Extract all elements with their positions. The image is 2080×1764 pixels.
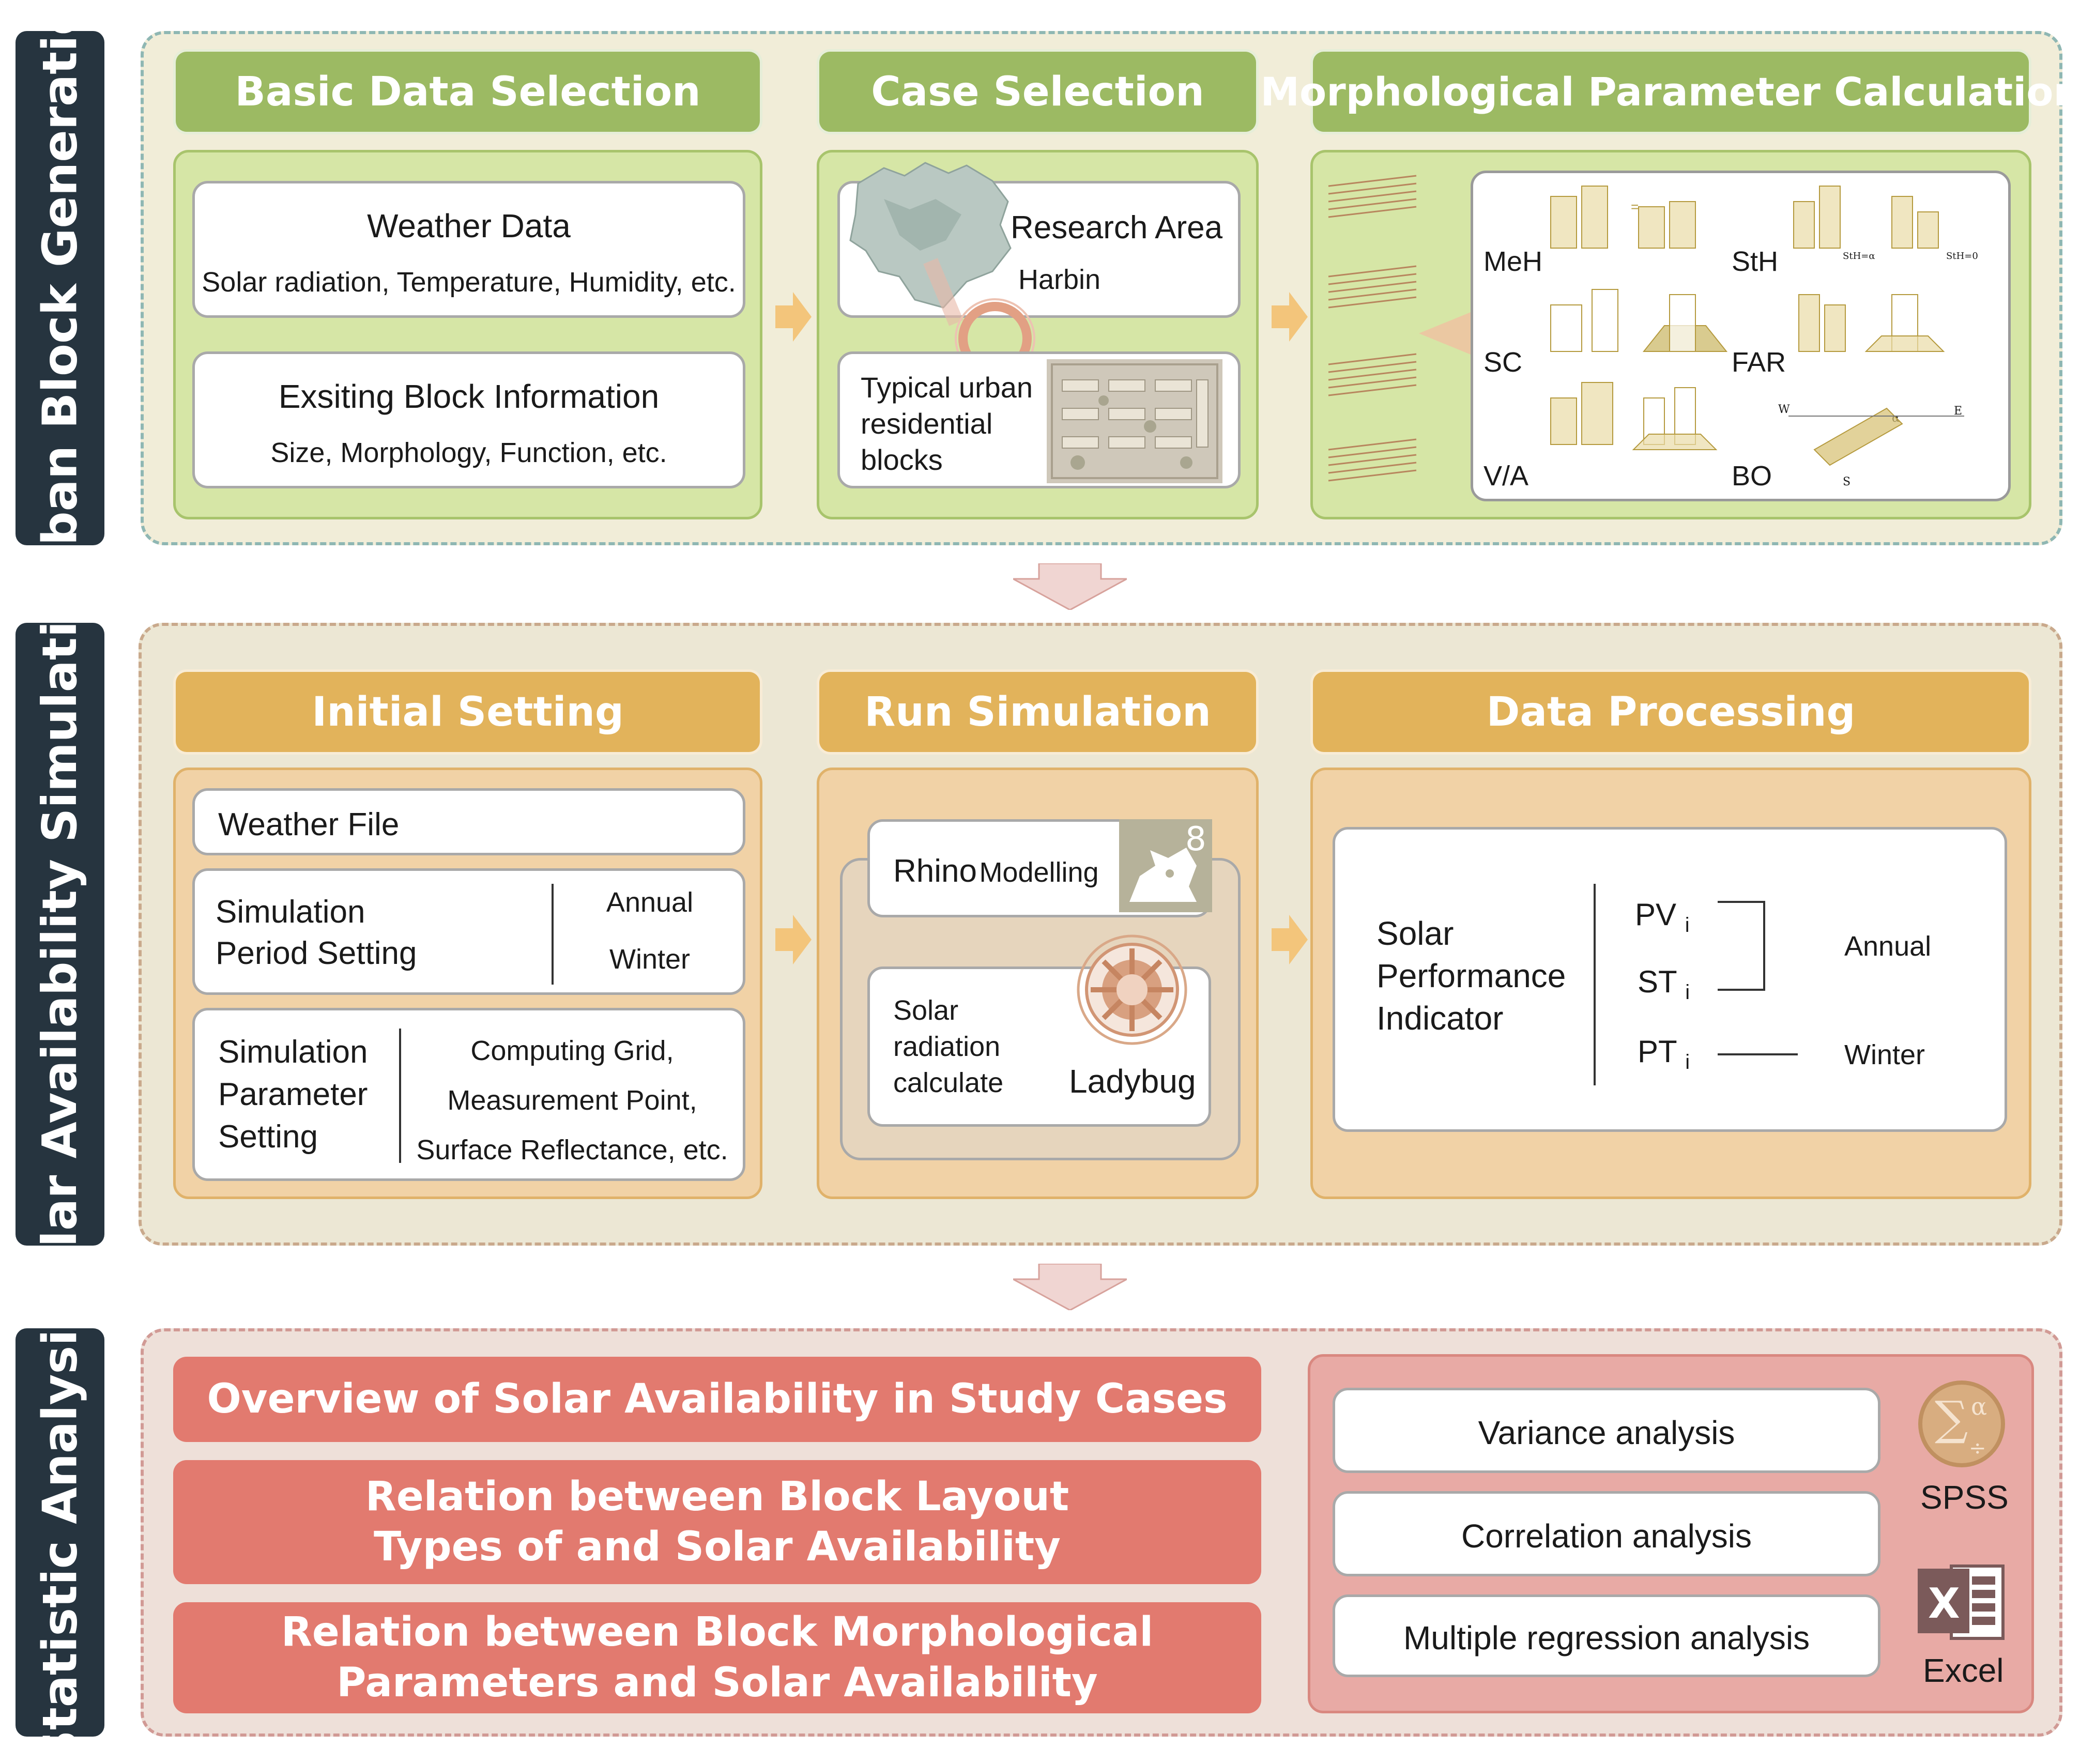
weather-data-card: Weather Data Solar radiation, Temperatur… <box>192 181 745 318</box>
rhino-logo-number: 8 <box>1185 820 1206 858</box>
pointer-triangle-icon <box>1419 310 1476 357</box>
arrow-down-icon <box>1013 563 1127 610</box>
svg-text:÷: ÷ <box>1969 1436 1986 1460</box>
research-area-place: Harbin <box>1018 264 1101 295</box>
solar-indicator-card: Solar Performance Indicator PV i ST i PT… <box>1333 827 2007 1132</box>
param-bo: BO <box>1732 461 1772 492</box>
indicator-label: Solar Performance Indicator <box>1377 915 1566 1037</box>
variance-analysis-label: Variance analysis <box>1478 1414 1735 1451</box>
research-area-title: Research Area <box>1011 210 1223 246</box>
spss-logo-icon: ∑ α ÷ <box>1918 1380 2005 1467</box>
weather-file-label: Weather File <box>218 807 400 842</box>
block-layouts-thumbnails <box>1328 175 1417 482</box>
regression-analysis-card: Multiple regression analysis <box>1333 1594 1880 1677</box>
header-case-selection: Case Selection <box>817 49 1259 134</box>
block-info-detail: Size, Morphology, Function, etc. <box>270 437 667 468</box>
period-winter: Winter <box>609 944 690 975</box>
param-sth: StH <box>1732 246 1779 277</box>
indicator-bracket-lines <box>1718 901 1798 1055</box>
arrow-right-icon <box>775 915 812 964</box>
compass-e-label: E <box>1954 405 1963 418</box>
section-label-text: Urban Block Generation <box>32 31 88 545</box>
weather-file-card: Weather File <box>192 788 745 855</box>
ladybug-task-label: Solar radiation calculate <box>893 995 1004 1098</box>
block-info-title: Exsiting Block Information <box>278 378 660 415</box>
section-label-urban-block-generation: Urban Block Generation <box>16 31 104 545</box>
harbin-map-image <box>849 162 1012 326</box>
indicator-annual: Annual <box>1844 931 1932 962</box>
arrow-right-icon <box>1272 915 1308 964</box>
svg-text:∑: ∑ <box>1935 1391 1968 1446</box>
bar-overview: Overview of Solar Availability in Study … <box>173 1357 1261 1442</box>
correlation-analysis-label: Correlation analysis <box>1461 1517 1752 1555</box>
ladybug-logo-icon <box>1077 934 1187 1045</box>
section-label-statistic-analysis: Statistic Analysis <box>16 1328 104 1737</box>
parameter-details: Computing Grid, Measurement Point, Surfa… <box>416 1035 728 1165</box>
compass-s-label: S <box>1843 475 1851 488</box>
arrow-right-icon <box>1272 292 1308 342</box>
header-data-processing: Data Processing <box>1310 669 2031 755</box>
indicator-winter: Winter <box>1844 1039 1925 1070</box>
spss-label: SPSS <box>1920 1479 2009 1516</box>
excel-label: Excel <box>1923 1652 2004 1689</box>
divider <box>1594 884 1596 1085</box>
header-basic-data-selection: Basic Data Selection <box>173 49 762 134</box>
morph-parameter-diagrams <box>1550 186 1964 466</box>
divider <box>399 1029 401 1163</box>
arrow-down-icon <box>1013 1264 1127 1310</box>
variance-analysis-card: Variance analysis <box>1333 1388 1880 1473</box>
arrow-right-icon <box>775 292 812 342</box>
section-label-text: Solar Availability Simulation <box>32 623 88 1246</box>
param-sc: SC <box>1483 347 1523 378</box>
header-run-simulation: Run Simulation <box>817 669 1259 755</box>
excel-logo-letter: X <box>1928 1579 1960 1628</box>
svg-text:α: α <box>1971 1392 1987 1420</box>
indicator-pv: PV i <box>1635 897 1690 937</box>
divider <box>552 884 554 985</box>
indicator-st: ST i <box>1638 964 1690 1004</box>
rhino-label: Rhino Modelling <box>893 853 1099 889</box>
sth-zero-label: StH=0 <box>1946 251 1978 262</box>
section-label-text: Statistic Analysis <box>32 1328 88 1737</box>
typical-blocks-label: Typical urban residential blocks <box>861 371 1033 476</box>
indicator-pt: PT i <box>1638 1034 1690 1073</box>
ladybug-name: Ladybug <box>1069 1063 1196 1100</box>
param-meh: MeH <box>1483 246 1543 277</box>
rhino-logo-icon: 8 <box>1119 819 1212 912</box>
period-setting-card: Simulation Period Setting Annual Winter <box>192 868 745 995</box>
header-initial-setting: Initial Setting <box>173 669 762 755</box>
parameter-setting-label: Simulation Parameter Setting <box>218 1034 368 1155</box>
param-va: V/A <box>1483 461 1529 492</box>
header-morphological-parameter-calculation: Morphological Parameter Calculation <box>1260 49 2080 134</box>
period-setting-label: Simulation Period Setting <box>216 894 417 971</box>
correlation-analysis-card: Correlation analysis <box>1333 1491 1880 1576</box>
period-annual: Annual <box>606 887 694 918</box>
compass-w-label: W <box>1778 403 1790 416</box>
block-info-card: Exsiting Block Information Size, Morphol… <box>192 351 745 488</box>
residential-block-aerial-image <box>1047 359 1222 483</box>
excel-logo-icon: X <box>1918 1564 2005 1640</box>
section-label-solar-simulation: Solar Availability Simulation <box>16 623 104 1246</box>
weather-data-title: Weather Data <box>367 207 571 244</box>
weather-data-detail: Solar radiation, Temperature, Humidity, … <box>202 267 736 298</box>
regression-analysis-label: Multiple regression analysis <box>1403 1619 1810 1656</box>
parameter-setting-card: Simulation Parameter Setting Computing G… <box>192 1008 745 1181</box>
param-far: FAR <box>1732 347 1786 378</box>
eq-sign: = <box>1631 199 1639 214</box>
sth-alpha-label: StH=α <box>1843 251 1875 262</box>
